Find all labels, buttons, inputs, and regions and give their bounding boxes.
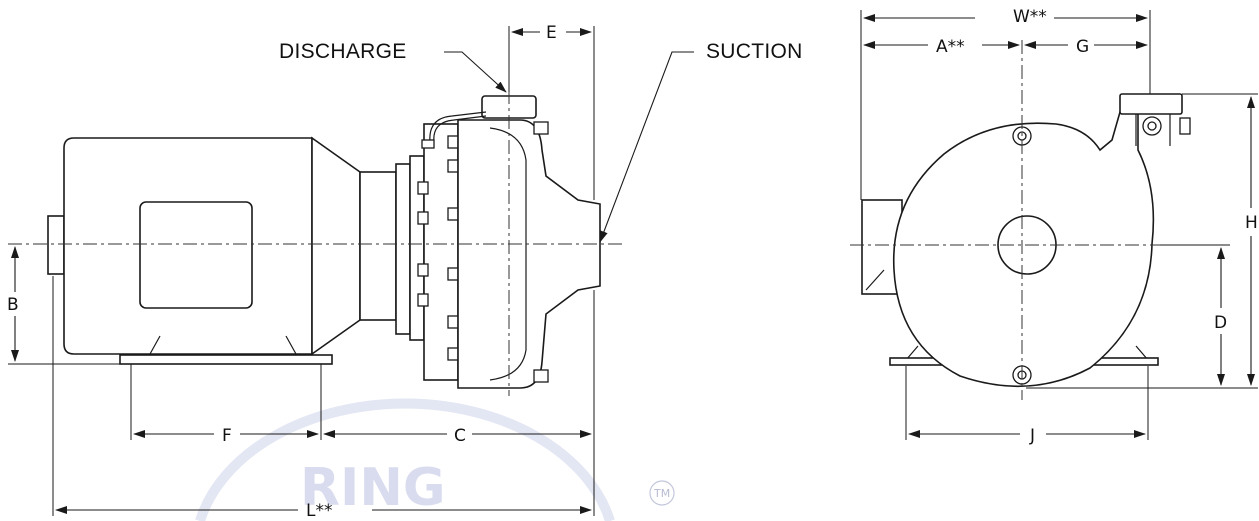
back-plate-bolts: [417, 135, 459, 361]
callouts: DISCHARGE SUCTION: [279, 40, 803, 243]
front-view-dimensions: W** A** G H D J: [860, 7, 1258, 446]
volute-casing: [457, 119, 601, 389]
suction-leader: [599, 51, 694, 243]
watermark: RING TM: [195, 398, 675, 521]
casing-stud-bottom: [533, 369, 549, 383]
trademark-mark: TM: [653, 487, 670, 500]
side-view-dimensions: E B F C L**: [7, 23, 595, 521]
conduit-box: [139, 201, 253, 309]
casing-stud-top: [533, 121, 549, 135]
dim-label-d: D: [1214, 313, 1227, 333]
adapter-neck: [359, 171, 397, 321]
volute-inner-edge: [489, 127, 527, 381]
motor-foot-lines: [149, 335, 297, 355]
suction-label: SUCTION: [706, 40, 803, 63]
dim-label-f: F: [222, 426, 232, 446]
dim-label-e: E: [546, 23, 557, 43]
dim-label-c: C: [454, 426, 466, 446]
pump-front-view: [850, 40, 1222, 400]
front-conduit-detail: [865, 269, 885, 291]
dim-label-g: G: [1076, 37, 1089, 57]
dim-label-a: A**: [936, 37, 965, 57]
watermark-text: RING: [300, 458, 446, 518]
front-discharge-flange: [1119, 93, 1183, 115]
adapter-cone: [311, 136, 361, 356]
dim-label-h: H: [1245, 213, 1258, 233]
motor-end-cap: [47, 215, 65, 275]
front-discharge-stud: [1179, 117, 1191, 135]
bracket-flange: [395, 163, 411, 335]
dim-label-l: L**: [306, 501, 332, 521]
dim-label-j: J: [1029, 426, 1035, 446]
front-discharge-neck: [1135, 114, 1171, 146]
discharge-leader: [444, 51, 507, 93]
pump-side-view: [8, 90, 625, 396]
flush-fitting: [421, 139, 435, 149]
dim-label-b: B: [7, 295, 19, 315]
motor-base-plate: [119, 354, 333, 365]
dim-label-w: W**: [1013, 7, 1047, 27]
flush-tube: [429, 111, 487, 143]
discharge-label: DISCHARGE: [279, 40, 407, 63]
